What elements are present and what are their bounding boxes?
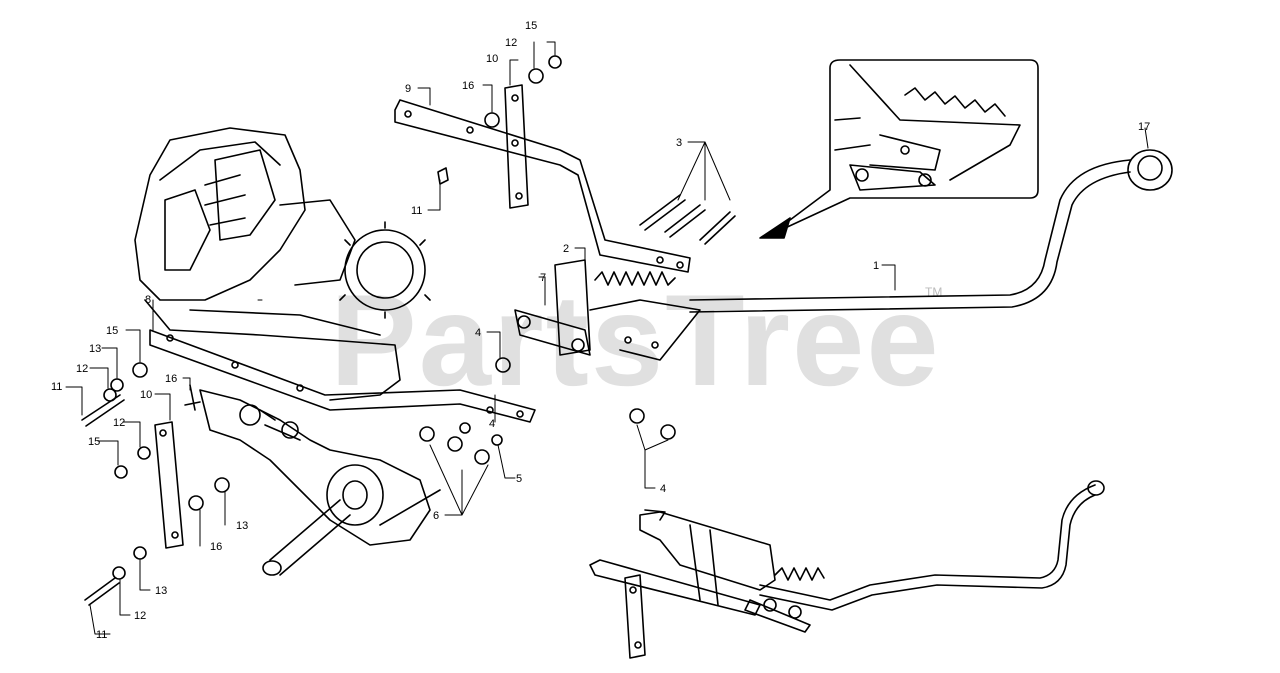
lower-bracket — [149, 329, 536, 423]
callout-4c: 4 — [489, 418, 495, 430]
callout-8: 8 — [145, 294, 151, 306]
callout-15b: 15 — [106, 325, 118, 337]
callout-11c: 11 — [96, 629, 107, 641]
callout-4b: 4 — [660, 483, 666, 495]
link-left — [154, 421, 184, 549]
callout-12b: 12 — [76, 363, 88, 375]
callout-11a: 11 — [411, 205, 422, 217]
callout-16b: 16 — [165, 373, 177, 385]
callout-9: 9 — [405, 83, 411, 95]
leader-lines — [65, 41, 1149, 635]
callout-2: 2 — [563, 243, 569, 255]
callout-10b: 10 — [140, 389, 152, 401]
watermark-text: PartsTree — [330, 267, 941, 413]
callout-12c: 12 — [113, 417, 125, 429]
lever-rod — [689, 149, 1173, 313]
callout-11b: 11 — [51, 381, 62, 393]
callout-labels: 1 2 3 4 4 4 5 6 7 8 9 10 10 11 11 11 12 … — [51, 20, 1150, 641]
bolts-3 — [639, 194, 736, 245]
callout-12d: 12 — [134, 610, 146, 622]
callout-4a: 4 — [475, 327, 481, 339]
callout-10a: 10 — [486, 53, 498, 65]
callout-13c: 13 — [155, 585, 167, 597]
callout-13b: 13 — [236, 520, 248, 532]
callout-5: 5 — [516, 473, 522, 485]
callout-6: 6 — [433, 510, 439, 522]
callout-15c: 15 — [88, 436, 100, 448]
callout-16c: 16 — [210, 541, 222, 553]
pivot-plate — [514, 259, 701, 361]
upper-bracket — [394, 99, 691, 273]
callout-17: 17 — [1138, 121, 1150, 133]
callout-12a: 12 — [505, 37, 517, 49]
callout-3: 3 — [676, 137, 682, 149]
assembled-view — [589, 480, 1105, 659]
link-top — [504, 84, 529, 209]
detail-inset — [759, 59, 1039, 239]
callout-16a: 16 — [462, 80, 474, 92]
hardware — [81, 55, 676, 606]
spring — [594, 271, 676, 286]
callout-15a: 15 — [525, 20, 537, 32]
callout-7: 7 — [540, 272, 546, 284]
callout-13a: 13 — [89, 343, 101, 355]
callout-1: 1 — [873, 260, 879, 272]
engine-assembly — [134, 127, 441, 576]
